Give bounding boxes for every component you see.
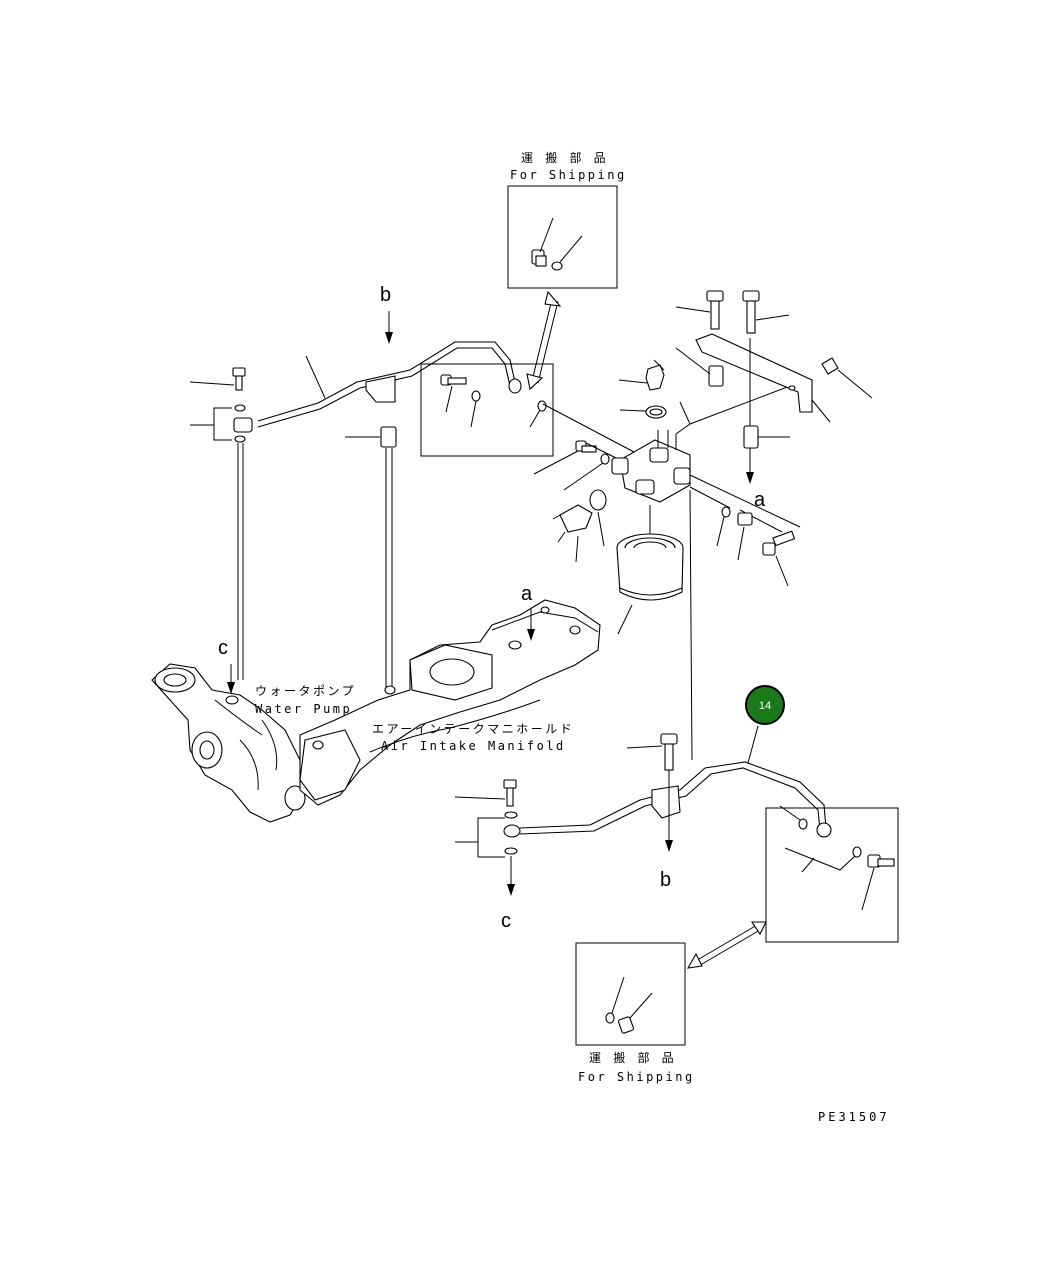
- ref-b-top: b: [380, 284, 391, 306]
- banjo-bolt-icon: [440, 374, 467, 413]
- ref-b-bottom: b: [660, 869, 671, 891]
- valve-top-group: [618, 359, 667, 419]
- water-pump-en-label: Water Pump: [255, 702, 352, 716]
- ref-a-top: a: [754, 489, 766, 511]
- shipping-bottom-jp-label: 運 搬 部 品: [589, 1050, 676, 1065]
- washer-icon: [551, 235, 583, 271]
- ref-a-mid-group: a: [521, 583, 535, 641]
- double-arrow-top: [526, 290, 562, 391]
- shipping-bottom-en-label: For Shipping: [578, 1070, 695, 1084]
- intake-en-label: Air Intake Manifold: [381, 739, 566, 753]
- leader-line: [689, 489, 693, 761]
- air-intake-manifold: [299, 599, 601, 806]
- shipping-box-top: 運 搬 部 品 For Shipping: [507, 150, 627, 391]
- plug-bolt-icon: [531, 217, 554, 267]
- lower-tube: [503, 761, 832, 838]
- ref-c-top: c: [218, 637, 228, 659]
- lower-left-fitting-stack: [454, 779, 518, 896]
- plug-left-group: [533, 440, 617, 491]
- washer-icon: [529, 400, 547, 428]
- right-fittings-group: [716, 506, 796, 587]
- detail-box-lower: [765, 805, 899, 943]
- drawing-code: PE31507: [818, 1110, 890, 1124]
- washer-icon: [470, 390, 481, 428]
- ref-c-bottom: c: [501, 910, 511, 932]
- bracket-bolts-group: [675, 290, 873, 484]
- ref-c-top-group: c: [218, 637, 235, 694]
- filter-head-assembly: [611, 385, 801, 533]
- intake-jp-label: エアーインテークマニホールド: [372, 722, 574, 736]
- plug-bolt-icon: [617, 992, 653, 1034]
- callout-leader: [747, 725, 759, 764]
- filter-cartridge: [616, 505, 684, 635]
- ref-b-top-group: b: [345, 284, 397, 690]
- double-arrow-bottom: [686, 921, 767, 969]
- upper-tube: [257, 341, 522, 428]
- left-fitting-stack: [189, 367, 253, 680]
- lower-bolt-center: [626, 733, 678, 852]
- shipping-top-en-label: For Shipping: [510, 168, 627, 182]
- washer-icon: [605, 976, 625, 1024]
- callout-number: 14: [759, 700, 771, 712]
- shipping-top-jp-label: 運 搬 部 品: [521, 150, 608, 165]
- detail-box-upper: [420, 363, 635, 457]
- callout-14[interactable]: 14: [745, 685, 785, 725]
- water-pump: [151, 663, 306, 823]
- water-pump-jp-label: ウォータポンプ: [255, 684, 356, 698]
- drain-valve-group: [552, 489, 607, 563]
- ref-a-mid: a: [521, 583, 533, 605]
- shipping-box-bottom: 運 搬 部 品 For Shipping: [575, 942, 695, 1084]
